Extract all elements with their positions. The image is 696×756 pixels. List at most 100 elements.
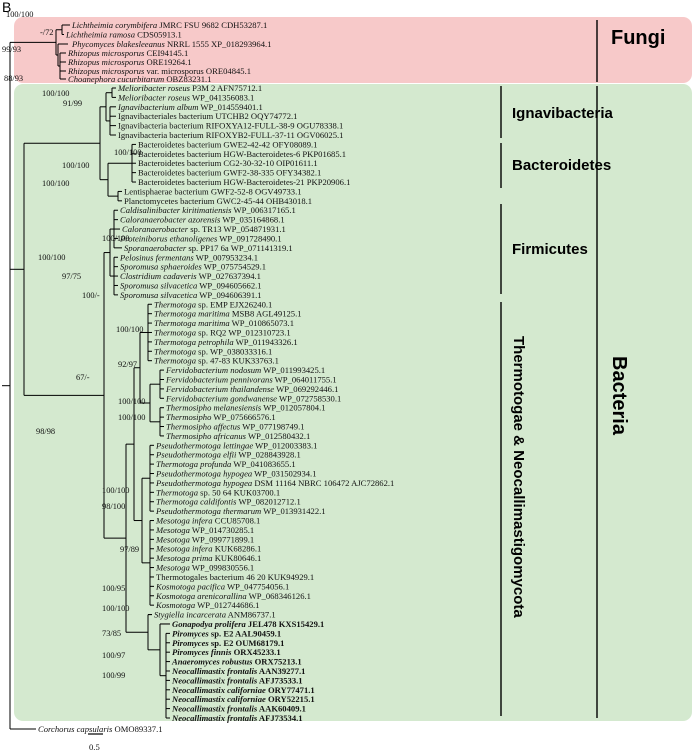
taxon-accession: WP_027637394.1 xyxy=(197,271,261,281)
taxon-label: Thermosipho africanus WP_012580432.1 xyxy=(166,431,310,441)
taxon-accession: sp. 50 64 KUK03700.1 xyxy=(198,487,280,497)
taxon-label: Mesotoga prima KUK80646.1 xyxy=(155,553,261,563)
taxon-accession: P3M 2 AFN75712.1 xyxy=(190,83,262,93)
taxon-label: Piromyces sp. E2 OUM68179.1 xyxy=(172,638,284,648)
clade-label-bacteroidetes: Bacteroidetes xyxy=(512,157,611,174)
taxon-label: Caloranaerobacter sp. TR13 WP_054871931.… xyxy=(122,224,286,234)
taxon-species: Pseudothermotoga thermarum xyxy=(155,506,261,516)
taxon-label: Neocallimastix californiae ORY77471.1 xyxy=(171,685,315,695)
taxon-label: Thermotoga profunda WP_041083655.1 xyxy=(156,459,296,469)
taxon-accession: WP_028843928.1 xyxy=(236,450,300,460)
taxon-label: Stygiella incarcerata ANM86737.1 xyxy=(154,610,276,620)
taxon-accession: WP_077198749.1 xyxy=(240,422,304,432)
taxon-species: Kosmotoga xyxy=(155,600,195,610)
taxon-label: Anaeromyces robustus ORX75213.1 xyxy=(171,657,302,667)
clade-label-thermotogae: Thermotogae & Neocallimastigomycota xyxy=(510,336,527,618)
taxon-accession: Bacteroidetes bacterium HGW-Bacteroidete… xyxy=(138,177,350,187)
taxon-label: Sporanaerobacter sp. PP17 6a WP_07114131… xyxy=(124,243,293,253)
taxon-label: Neocallimastix frontalis AFJ73533.1 xyxy=(171,675,303,685)
taxon-species: Mesotoga infera xyxy=(155,516,213,526)
taxon-accession: Bacteroidetes bacterium GWE2-42-42 OFY08… xyxy=(138,139,317,149)
taxon-label: Thermotoga sp. 47-83 KUK33763.1 xyxy=(154,356,279,366)
taxon-species: Thermotoga profunda xyxy=(156,459,231,469)
taxon-accession: ORE19264.1 xyxy=(144,57,191,67)
taxon-accession: ORX45233.1 xyxy=(231,647,280,657)
taxon-accession: Planctomycetes bacterium GWC2-45-44 OHB4… xyxy=(124,196,312,206)
taxon-species: Mesotoga prima xyxy=(155,553,213,563)
taxon-species: Mesotoga xyxy=(155,525,190,535)
taxon-species: Kosmotoga pacifica xyxy=(155,581,225,591)
taxon-accession: ORY52215.1 xyxy=(266,694,315,704)
taxon-label: Rhizopus microsporus ORE19264.1 xyxy=(67,57,192,67)
taxon-label: Lichtheimia corymbifera JMRC FSU 9682 CD… xyxy=(71,20,267,30)
support-value: 99/93 xyxy=(2,45,21,54)
taxon-species: Neocallimastix frontalis xyxy=(171,666,258,676)
taxon-accession: sp. TR13 WP_054871931.1 xyxy=(188,224,286,234)
taxon-label: Thermotoga sp. RQ2 WP_012310723.1 xyxy=(154,327,291,337)
taxon-accession: WP_072758530.1 xyxy=(277,393,341,403)
taxon-accession: MSB8 AGL49125.1 xyxy=(230,309,302,319)
taxon-label: Planctomycetes bacterium GWC2-45-44 OHB4… xyxy=(124,196,312,206)
taxon-accession: sp. RQ2 WP_012310723.1 xyxy=(196,327,291,337)
support-value: 100/- xyxy=(82,291,100,300)
taxon-label: Fervidobacterium thailandense WP_0692924… xyxy=(165,384,338,394)
taxon-accession: AAK60409.1 xyxy=(257,704,306,714)
support-value: 98/98 xyxy=(36,427,55,436)
taxon-species: Caldisalinibacter kiritimatiensis xyxy=(120,205,232,215)
taxon-species: Gonapodya prolifera xyxy=(172,619,246,629)
taxon-label: Corchorus capsularis OMO89337.1 xyxy=(38,724,163,734)
support-value: 100/100 xyxy=(42,89,69,98)
taxon-label: Rhizopus microsporus var. microsporus OR… xyxy=(67,66,251,76)
taxon-label: Mesotoga WP_099830556.1 xyxy=(155,563,254,573)
taxon-label: Thermotogales bacterium 46 20 KUK94929.1 xyxy=(156,572,314,582)
taxon-species: Sporomusa sphaeroides xyxy=(120,262,202,272)
taxon-accession: AAN39277.1 xyxy=(257,666,305,676)
taxon-accession: Bacteroidetes bacterium HGW-Bacteroidete… xyxy=(138,149,346,159)
taxon-species: Melioribacter roseus xyxy=(117,83,191,93)
taxon-accession: WP_012057804.1 xyxy=(261,403,325,413)
taxon-accession: WP_031502934.1 xyxy=(252,469,316,479)
support-value: 97/75 xyxy=(62,272,81,281)
taxon-label: Sporomusa silvacetica WP_094605662.1 xyxy=(120,280,262,290)
taxon-species: Pseudothermotoga hypogea xyxy=(155,478,252,488)
taxon-species: Pseudothermotoga lettingae xyxy=(155,440,253,450)
taxon-label: Thermotoga sp. EMP EJX26240.1 xyxy=(154,299,272,309)
support-value: 100/100 xyxy=(62,161,89,170)
taxon-label: Thermotoga sp. WP_038033316.1 xyxy=(154,346,272,356)
taxon-species: Mesotoga xyxy=(155,563,190,573)
taxon-accession: WP_091728490.1 xyxy=(217,233,281,243)
taxon-label: Melioribacter roseus WP_041356083.1 xyxy=(117,92,254,102)
taxon-label: Bacteroidetes bacterium HGW-Bacteroidete… xyxy=(138,177,350,187)
taxon-label: Thermotoga maritima WP_010865073.1 xyxy=(154,318,294,328)
taxon-species: Piromyces xyxy=(172,638,209,648)
taxon-accession: Thermotogales bacterium 46 20 KUK94929.1 xyxy=(156,572,314,582)
taxon-species: Fervidobacterium pennivorans xyxy=(165,374,273,384)
clade-label-fungi: Fungi xyxy=(611,27,665,49)
taxon-label: Pelosinus fermentans WP_007953234.1 xyxy=(119,252,258,262)
taxon-accession: WP_064011755.1 xyxy=(273,374,337,384)
taxon-label: Ignavibacteriales bacterium UTCHB2 OQY74… xyxy=(118,111,297,121)
taxon-species: Thermotoga xyxy=(154,299,196,309)
taxon-accession: AFJ73534.1 xyxy=(257,713,302,723)
taxon-label: Neocallimastix californiae ORY52215.1 xyxy=(171,694,315,704)
taxon-label: Phycomyces blakesleeanus NRRL 1555 XP_01… xyxy=(71,39,271,49)
taxon-species: Pelosinus fermentans xyxy=(119,252,194,262)
taxon-label: Pseudothermotoga thermarum WP_013931422.… xyxy=(155,506,326,516)
taxon-species: Piromyces xyxy=(172,628,209,638)
taxon-label: Kosmotoga pacifica WP_047754056.1 xyxy=(155,581,289,591)
taxon-accession: WP_047754056.1 xyxy=(225,581,289,591)
taxon-species: Melioribacter roseus xyxy=(117,92,191,102)
taxon-accession: WP_012744686.1 xyxy=(195,600,259,610)
taxon-species: Neocallimastix californiae xyxy=(171,685,266,695)
taxon-label: Pseudothermotoga lettingae WP_012003383.… xyxy=(155,440,317,450)
taxon-accession: WP_014730285.1 xyxy=(190,525,254,535)
taxon-accession: WP_011943326.1 xyxy=(234,337,298,347)
taxon-label: Ignavibacteria bacterium RIFOXYA12-FULL-… xyxy=(118,121,343,131)
taxon-species: Neocallimastix frontalis xyxy=(171,704,258,714)
taxon-accession: WP_006317165.1 xyxy=(231,205,295,215)
support-value: 97/89 xyxy=(120,545,139,554)
taxon-accession: WP_099771899.1 xyxy=(190,534,254,544)
taxon-accession: NRRL 1555 XP_018293964.1 xyxy=(165,39,272,49)
taxon-species: Stygiella incarcerata xyxy=(154,610,226,620)
